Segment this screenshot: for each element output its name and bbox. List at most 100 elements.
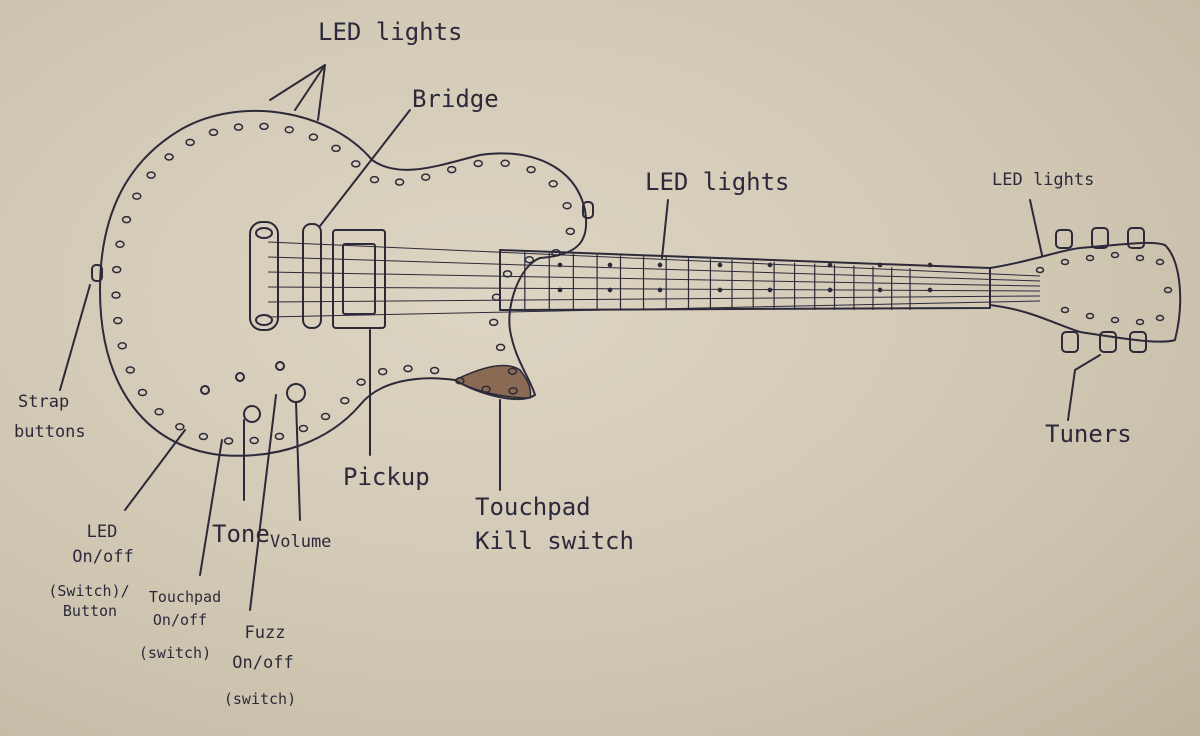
led-light bbox=[223, 437, 234, 445]
label-bridge: Bridge bbox=[412, 85, 499, 113]
led-light bbox=[551, 248, 561, 257]
led-light bbox=[154, 408, 164, 416]
led-light bbox=[351, 160, 361, 168]
led-light bbox=[175, 423, 185, 431]
led-light bbox=[331, 144, 341, 153]
pointer-volume bbox=[295, 401, 301, 521]
led-light bbox=[1155, 314, 1165, 322]
led-light bbox=[298, 424, 309, 433]
led-light bbox=[394, 178, 405, 186]
led-light bbox=[117, 342, 128, 350]
pointer-led-head bbox=[1029, 199, 1043, 256]
bridge-pickup bbox=[332, 229, 386, 329]
led-light bbox=[369, 175, 380, 184]
led-light bbox=[259, 122, 269, 131]
led-light bbox=[491, 293, 502, 301]
led-light bbox=[1110, 251, 1120, 259]
label-touchpad-onoff-3: (switch) bbox=[138, 644, 212, 662]
led-light bbox=[548, 180, 558, 188]
led-light bbox=[340, 396, 350, 405]
led-light bbox=[446, 165, 457, 174]
led-light bbox=[495, 343, 506, 352]
label-led-onoff-4: Button bbox=[62, 602, 118, 620]
headstock bbox=[989, 241, 1182, 343]
string bbox=[267, 286, 1041, 292]
led-light bbox=[473, 159, 483, 168]
led-light bbox=[113, 316, 123, 325]
fret-inlay bbox=[657, 287, 663, 293]
label-tuners: Tuners bbox=[1045, 420, 1132, 448]
led-light bbox=[562, 201, 572, 210]
fret-inlay bbox=[927, 262, 933, 268]
label-strap-buttons-2: buttons bbox=[14, 422, 86, 442]
led-light bbox=[111, 291, 121, 299]
led-light bbox=[1155, 258, 1165, 266]
led-light bbox=[185, 138, 195, 147]
label-kill-switch: Kill switch bbox=[475, 527, 634, 555]
pointer-strap bbox=[59, 284, 91, 391]
label-led-onoff-3: (Switch)/ bbox=[48, 582, 130, 600]
label-volume: Volume bbox=[270, 532, 332, 552]
string bbox=[267, 300, 1041, 318]
led-light bbox=[1035, 266, 1045, 274]
led-light bbox=[1085, 312, 1095, 320]
label-led-lights-neck: LED lights bbox=[645, 168, 790, 196]
led-light bbox=[429, 366, 440, 375]
led-light bbox=[249, 436, 259, 445]
led-light bbox=[111, 265, 122, 274]
led-light bbox=[356, 378, 366, 386]
led-light bbox=[274, 432, 285, 441]
led-light bbox=[500, 159, 510, 168]
string bbox=[267, 241, 1041, 277]
led-light bbox=[121, 215, 132, 224]
label-touchpad-onoff-2: On/off bbox=[152, 611, 208, 629]
fret-inlay bbox=[607, 287, 613, 293]
led-light bbox=[526, 165, 536, 174]
led-light bbox=[146, 171, 156, 179]
fret-inlay bbox=[827, 262, 833, 268]
fret-inlay bbox=[607, 262, 613, 268]
label-fuzz-onoff-1: Fuzz bbox=[244, 623, 286, 643]
led-light bbox=[1110, 316, 1120, 324]
volume-knob bbox=[286, 383, 306, 403]
led-light bbox=[508, 387, 518, 395]
label-tone: Tone bbox=[212, 520, 270, 548]
string bbox=[267, 295, 1041, 303]
pointer-tuners bbox=[1067, 354, 1101, 421]
led-light bbox=[208, 128, 219, 137]
label-strap-buttons-1: Strap bbox=[18, 392, 70, 412]
led-light bbox=[488, 318, 499, 327]
fret-inlay bbox=[767, 287, 773, 293]
led-light bbox=[507, 367, 518, 375]
led-light bbox=[320, 412, 331, 421]
fret-inlay bbox=[717, 262, 723, 268]
pointer-bridge bbox=[319, 109, 411, 227]
fret-inlay bbox=[557, 262, 563, 268]
fret-inlay bbox=[717, 287, 723, 293]
pointer-touchpad-onoff bbox=[199, 439, 223, 576]
string bbox=[267, 271, 1041, 287]
fret-inlay bbox=[657, 262, 663, 268]
pointer-led-top bbox=[269, 64, 326, 121]
pointer-fuzz bbox=[249, 394, 277, 611]
led-light bbox=[403, 364, 413, 373]
bridge bbox=[302, 223, 322, 329]
led-light bbox=[565, 227, 576, 236]
touchpad-kill-switch-pad bbox=[454, 364, 532, 399]
neck-pickup bbox=[249, 221, 279, 331]
pointer-led-onoff bbox=[124, 429, 186, 511]
tone-knob bbox=[243, 405, 261, 423]
fret-inlay bbox=[827, 287, 833, 293]
label-led-lights-head: LED lights bbox=[992, 170, 1095, 190]
led-light bbox=[1135, 318, 1145, 326]
led-light bbox=[1135, 254, 1145, 262]
label-led-onoff-2: On/off bbox=[72, 547, 134, 567]
led-light bbox=[455, 377, 465, 385]
led-light bbox=[1085, 254, 1095, 262]
led-light bbox=[137, 388, 148, 397]
led-light bbox=[233, 123, 244, 131]
label-fuzz-onoff-3: (switch) bbox=[223, 690, 297, 708]
label-pickup: Pickup bbox=[343, 463, 430, 491]
led-light bbox=[125, 366, 136, 374]
